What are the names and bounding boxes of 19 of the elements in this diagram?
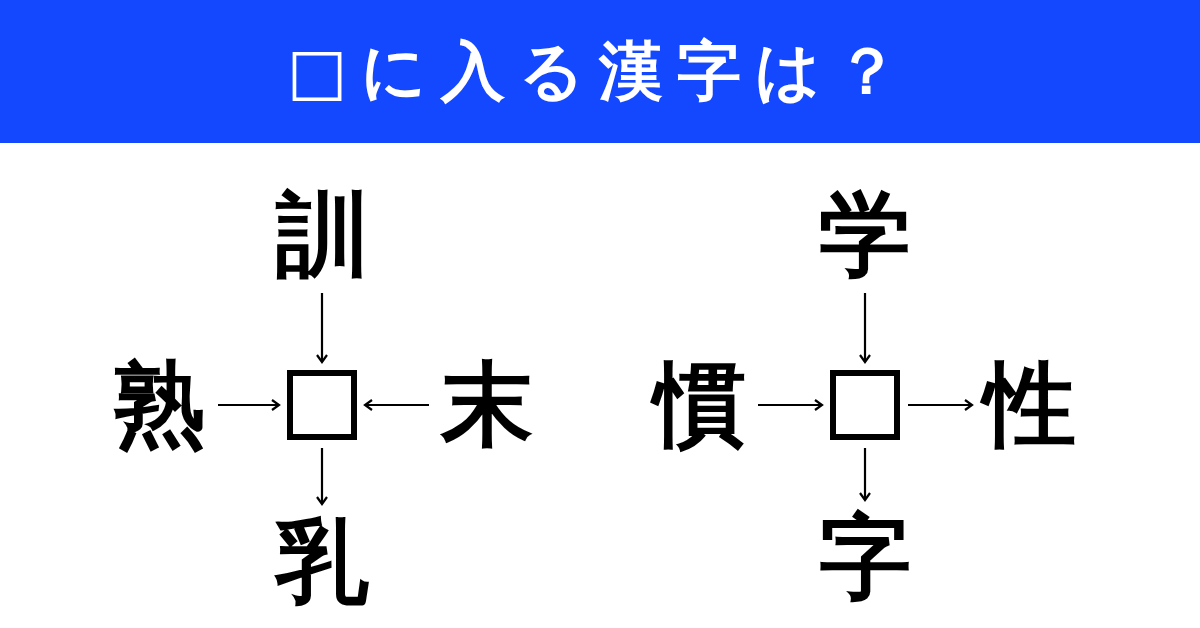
kanji-character: 性: [980, 355, 1080, 455]
arrow: [315, 293, 329, 364]
arrow: [858, 448, 872, 502]
kanji-character: 末: [437, 355, 537, 455]
kanji-character: 熟: [110, 355, 210, 455]
arrow: [315, 448, 329, 506]
kanji-character: 乳: [272, 512, 372, 612]
arrow: [758, 398, 824, 412]
kanji-character: 学: [815, 185, 915, 285]
arrow: [908, 398, 974, 412]
arrow: [363, 398, 429, 412]
blank-square: [287, 370, 357, 440]
kanji-character: 慣: [650, 355, 750, 455]
arrow: [218, 398, 281, 412]
title: □に入る漢字は？: [285, 33, 915, 110]
kanji-character: 訓: [272, 185, 372, 285]
arrow: [858, 293, 872, 364]
blank-square: [830, 370, 900, 440]
kanji-character: 字: [815, 508, 915, 608]
